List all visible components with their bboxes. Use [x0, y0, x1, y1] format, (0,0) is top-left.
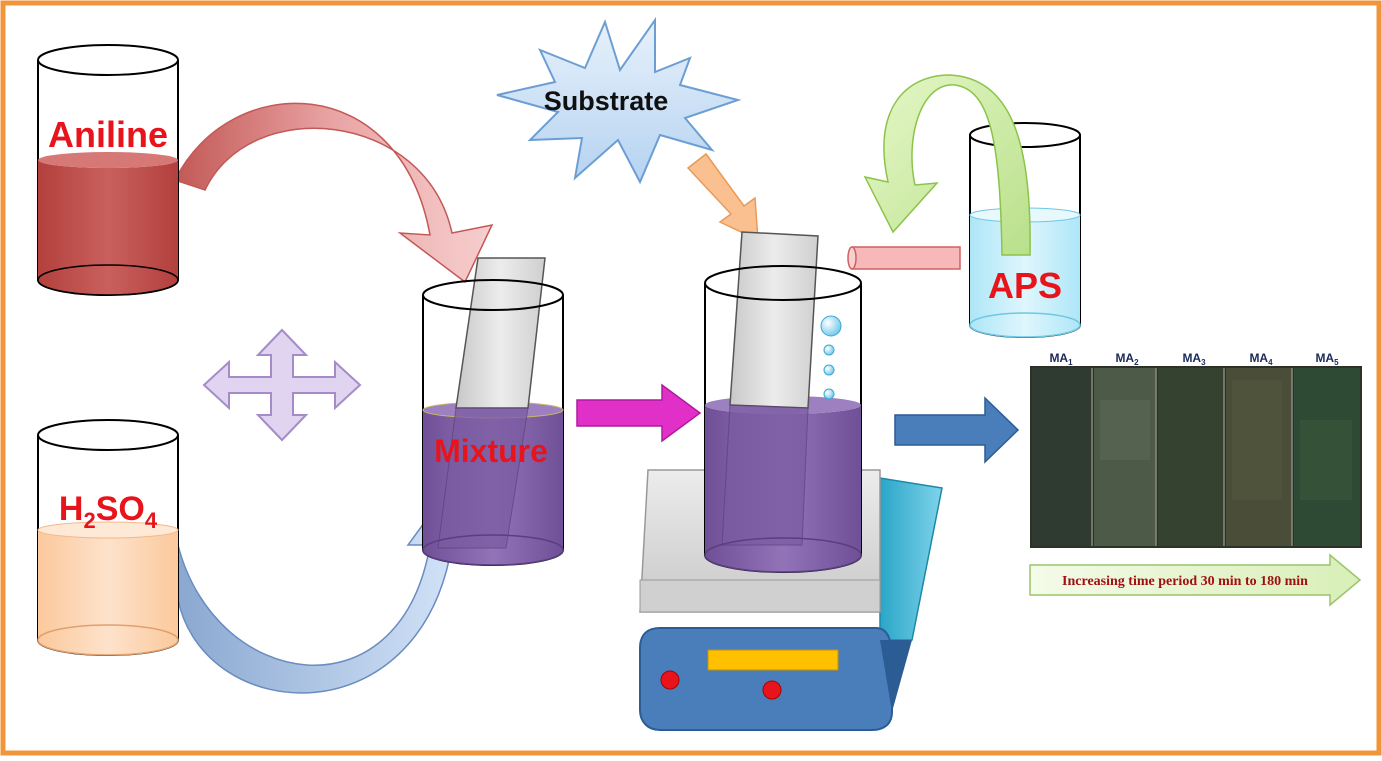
aniline-label: Aniline — [48, 114, 168, 155]
substrate-slide — [729, 231, 819, 409]
stirrer-knob — [660, 670, 680, 690]
time-arrow — [1029, 553, 1362, 607]
bubble-icon — [823, 344, 835, 356]
tube-connector — [847, 246, 961, 270]
sample-labels: MA1 MA2 MA3 MA4 MA5 — [1049, 351, 1339, 367]
arrow-diagonal-icon — [686, 152, 759, 242]
aps-label: APS — [988, 265, 1062, 306]
beaker-icon — [704, 231, 862, 573]
starburst-icon — [496, 16, 742, 185]
h2so4-label: H2SO4 — [59, 490, 158, 533]
sample-strips-photo — [1030, 366, 1362, 548]
sample-strip — [1032, 368, 1092, 546]
h2so4-so: SO — [96, 490, 145, 528]
mixture-label: Mixture — [434, 433, 548, 469]
sample-label-1: MA1 — [1049, 351, 1073, 367]
time-arrow-label: Increasing time period 30 min to 180 min — [1062, 574, 1308, 589]
substrate-label: Substrate — [544, 86, 669, 116]
four-way-arrow-icon — [202, 328, 362, 442]
sample-strip — [1226, 368, 1292, 546]
sample-strip — [1158, 368, 1224, 546]
sample-label-5: MA5 — [1315, 351, 1339, 367]
beaker-icon — [422, 257, 564, 566]
stirrer-display — [707, 649, 839, 671]
arrow-right-icon — [576, 383, 702, 443]
bubble-icon — [823, 388, 835, 400]
sample-label-3: MA3 — [1182, 351, 1206, 367]
bubble-icon — [823, 364, 835, 376]
beaker-icon — [37, 419, 179, 656]
h2so4-h: H — [59, 490, 84, 528]
arrow-right-icon — [894, 396, 1020, 464]
h2so4-sub-2: 2 — [83, 508, 95, 533]
sample-label-2: MA2 — [1115, 351, 1139, 367]
h2so4-sub-4: 4 — [145, 508, 158, 533]
sample-label-4: MA4 — [1249, 351, 1273, 367]
beaker-icon — [37, 44, 179, 296]
stirrer-knob — [762, 680, 782, 700]
bubble-icon — [820, 315, 842, 337]
curved-arrow-icon — [863, 74, 1031, 256]
